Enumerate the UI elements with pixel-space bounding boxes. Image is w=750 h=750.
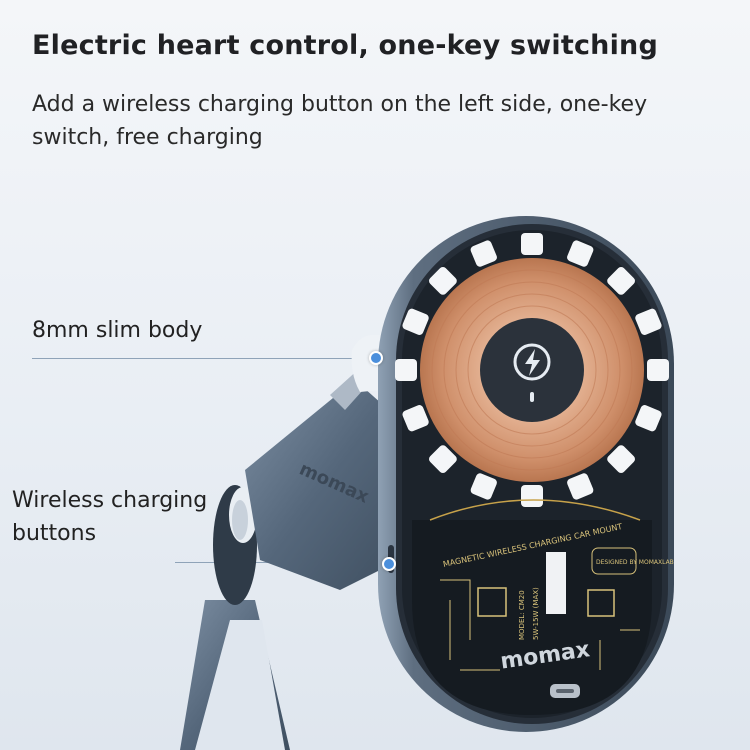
magnet-segment xyxy=(402,405,429,432)
subline: Add a wireless charging button on the le… xyxy=(32,92,648,150)
mount-clip xyxy=(351,335,380,392)
pcb-board: MAGNETIC WIRELESS CHARGING CAR MOUNT MOD… xyxy=(412,499,674,715)
pcb-designer-badge: DESIGNED BY MOMAXLAB xyxy=(591,547,674,575)
slim-body-leader-line xyxy=(32,358,372,359)
magnet-segment xyxy=(521,485,543,507)
magnet-segment xyxy=(429,267,457,295)
magnet-segment xyxy=(607,445,635,473)
pcb-switch-component xyxy=(546,552,566,614)
magnet-segment xyxy=(635,405,662,432)
magnet-segment xyxy=(402,308,429,335)
magnet-segment xyxy=(470,240,497,267)
hinge-joint xyxy=(213,485,257,605)
wireless-charging-bolt-icon xyxy=(513,343,551,402)
magnet-segment xyxy=(567,240,594,267)
magnet-ring xyxy=(395,233,669,507)
magnet-segment xyxy=(470,473,497,500)
pcb-model-text: MODEL: CM20 xyxy=(518,590,526,640)
pcb-chip xyxy=(477,587,507,617)
wireless-buttons-callout: Wireless charging buttons xyxy=(12,488,208,546)
magnet-segment xyxy=(607,267,635,295)
pcb-chip xyxy=(587,589,615,617)
magnet-segment xyxy=(647,359,669,381)
pcb-power-text: 5W-15W (MAX) xyxy=(532,587,540,640)
magnet-segment xyxy=(567,473,594,500)
slim-body-marker-dot xyxy=(369,351,383,365)
magnet-segment xyxy=(395,359,417,381)
magnet-segment xyxy=(635,308,662,335)
magnet-segment xyxy=(521,233,543,255)
stand-arm-lower xyxy=(180,600,290,750)
slim-body-callout: 8mm slim body xyxy=(32,318,203,343)
pcb-designer-text: DESIGNED BY MOMAXLAB xyxy=(596,559,674,566)
magnet-segment xyxy=(429,445,457,473)
stand-arm-upper: momax xyxy=(245,368,400,590)
headline: Electric heart control, one-key switchin… xyxy=(32,30,658,61)
wireless-buttons-marker-dot xyxy=(382,557,396,571)
